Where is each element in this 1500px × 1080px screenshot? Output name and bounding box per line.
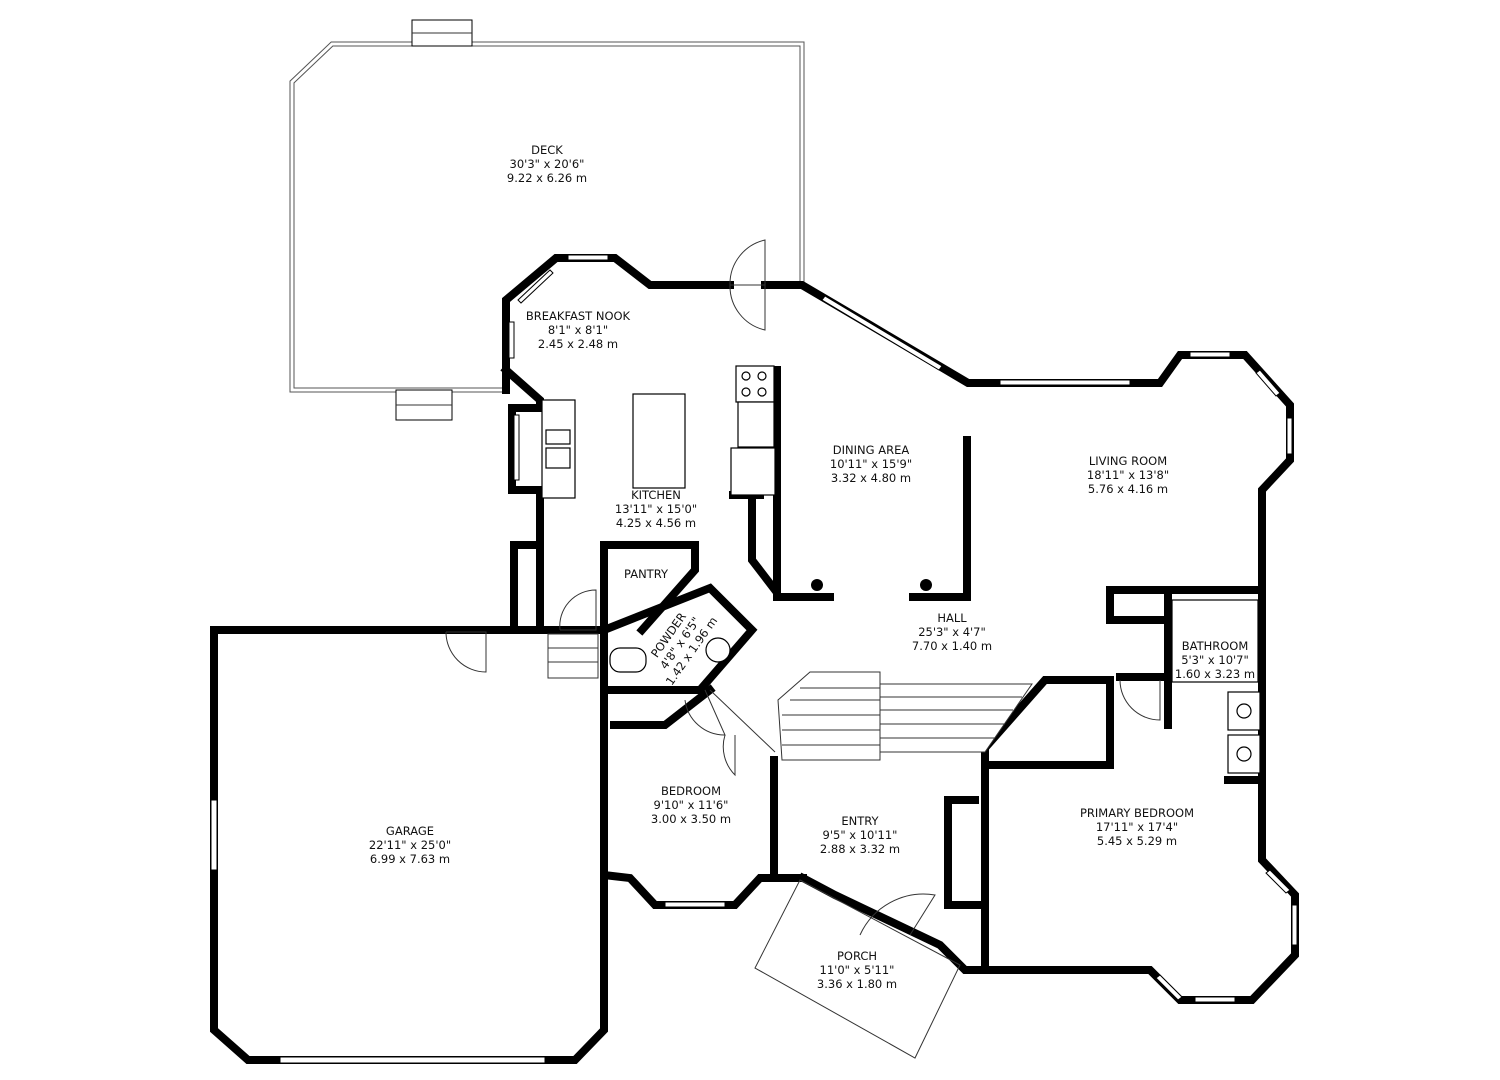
label-bathroom: BATHROOM 5'3" x 10'7" 1.60 x 3.23 m — [1174, 639, 1256, 681]
label-living-room: LIVING ROOM 18'11" x 13'8" 5.76 x 4.16 m — [1086, 454, 1170, 496]
powder-toilet — [609, 647, 647, 673]
porch-outline — [754, 879, 961, 1059]
fixtures — [541, 365, 1261, 774]
label-garage: GARAGE 22'11" x 25'0" 6.99 x 7.63 m — [368, 824, 452, 866]
bath-tub — [1171, 599, 1259, 683]
label-dining-area: DINING AREA 10'11" x 15'9" 3.32 x 4.80 m — [829, 443, 913, 485]
stairs — [547, 633, 1033, 761]
kitchen-island — [632, 393, 686, 489]
label-breakfast-nook: BREAKFAST NOOK 8'1" x 8'1" 2.45 x 2.48 m — [525, 309, 631, 351]
cooktop — [735, 365, 775, 403]
windows — [210, 254, 1298, 1064]
label-porch: PORCH 11'0" x 5'11" 3.36 x 1.80 m — [816, 949, 898, 991]
powder-sink — [705, 637, 731, 663]
label-deck: DECK 30'3" x 20'6" 9.22 x 6.26 m — [506, 143, 588, 185]
label-hall: HALL 25'3" x 4'7" 7.70 x 1.40 m — [911, 611, 993, 653]
label-primary-bedroom: PRIMARY BEDROOM 17'11" x 17'4" 5.45 x 5.… — [1079, 806, 1195, 848]
label-pantry: PANTRY — [624, 567, 668, 581]
label-bedroom: BEDROOM 9'10" x 11'6" 3.00 x 3.50 m — [650, 784, 732, 826]
deck-outline — [289, 19, 805, 421]
doors — [445, 239, 1161, 936]
label-kitchen: KITCHEN 13'11" x 15'0" 4.25 x 4.56 m — [614, 488, 698, 530]
label-entry: ENTRY 9'5" x 10'11" 2.88 x 3.32 m — [819, 814, 901, 856]
